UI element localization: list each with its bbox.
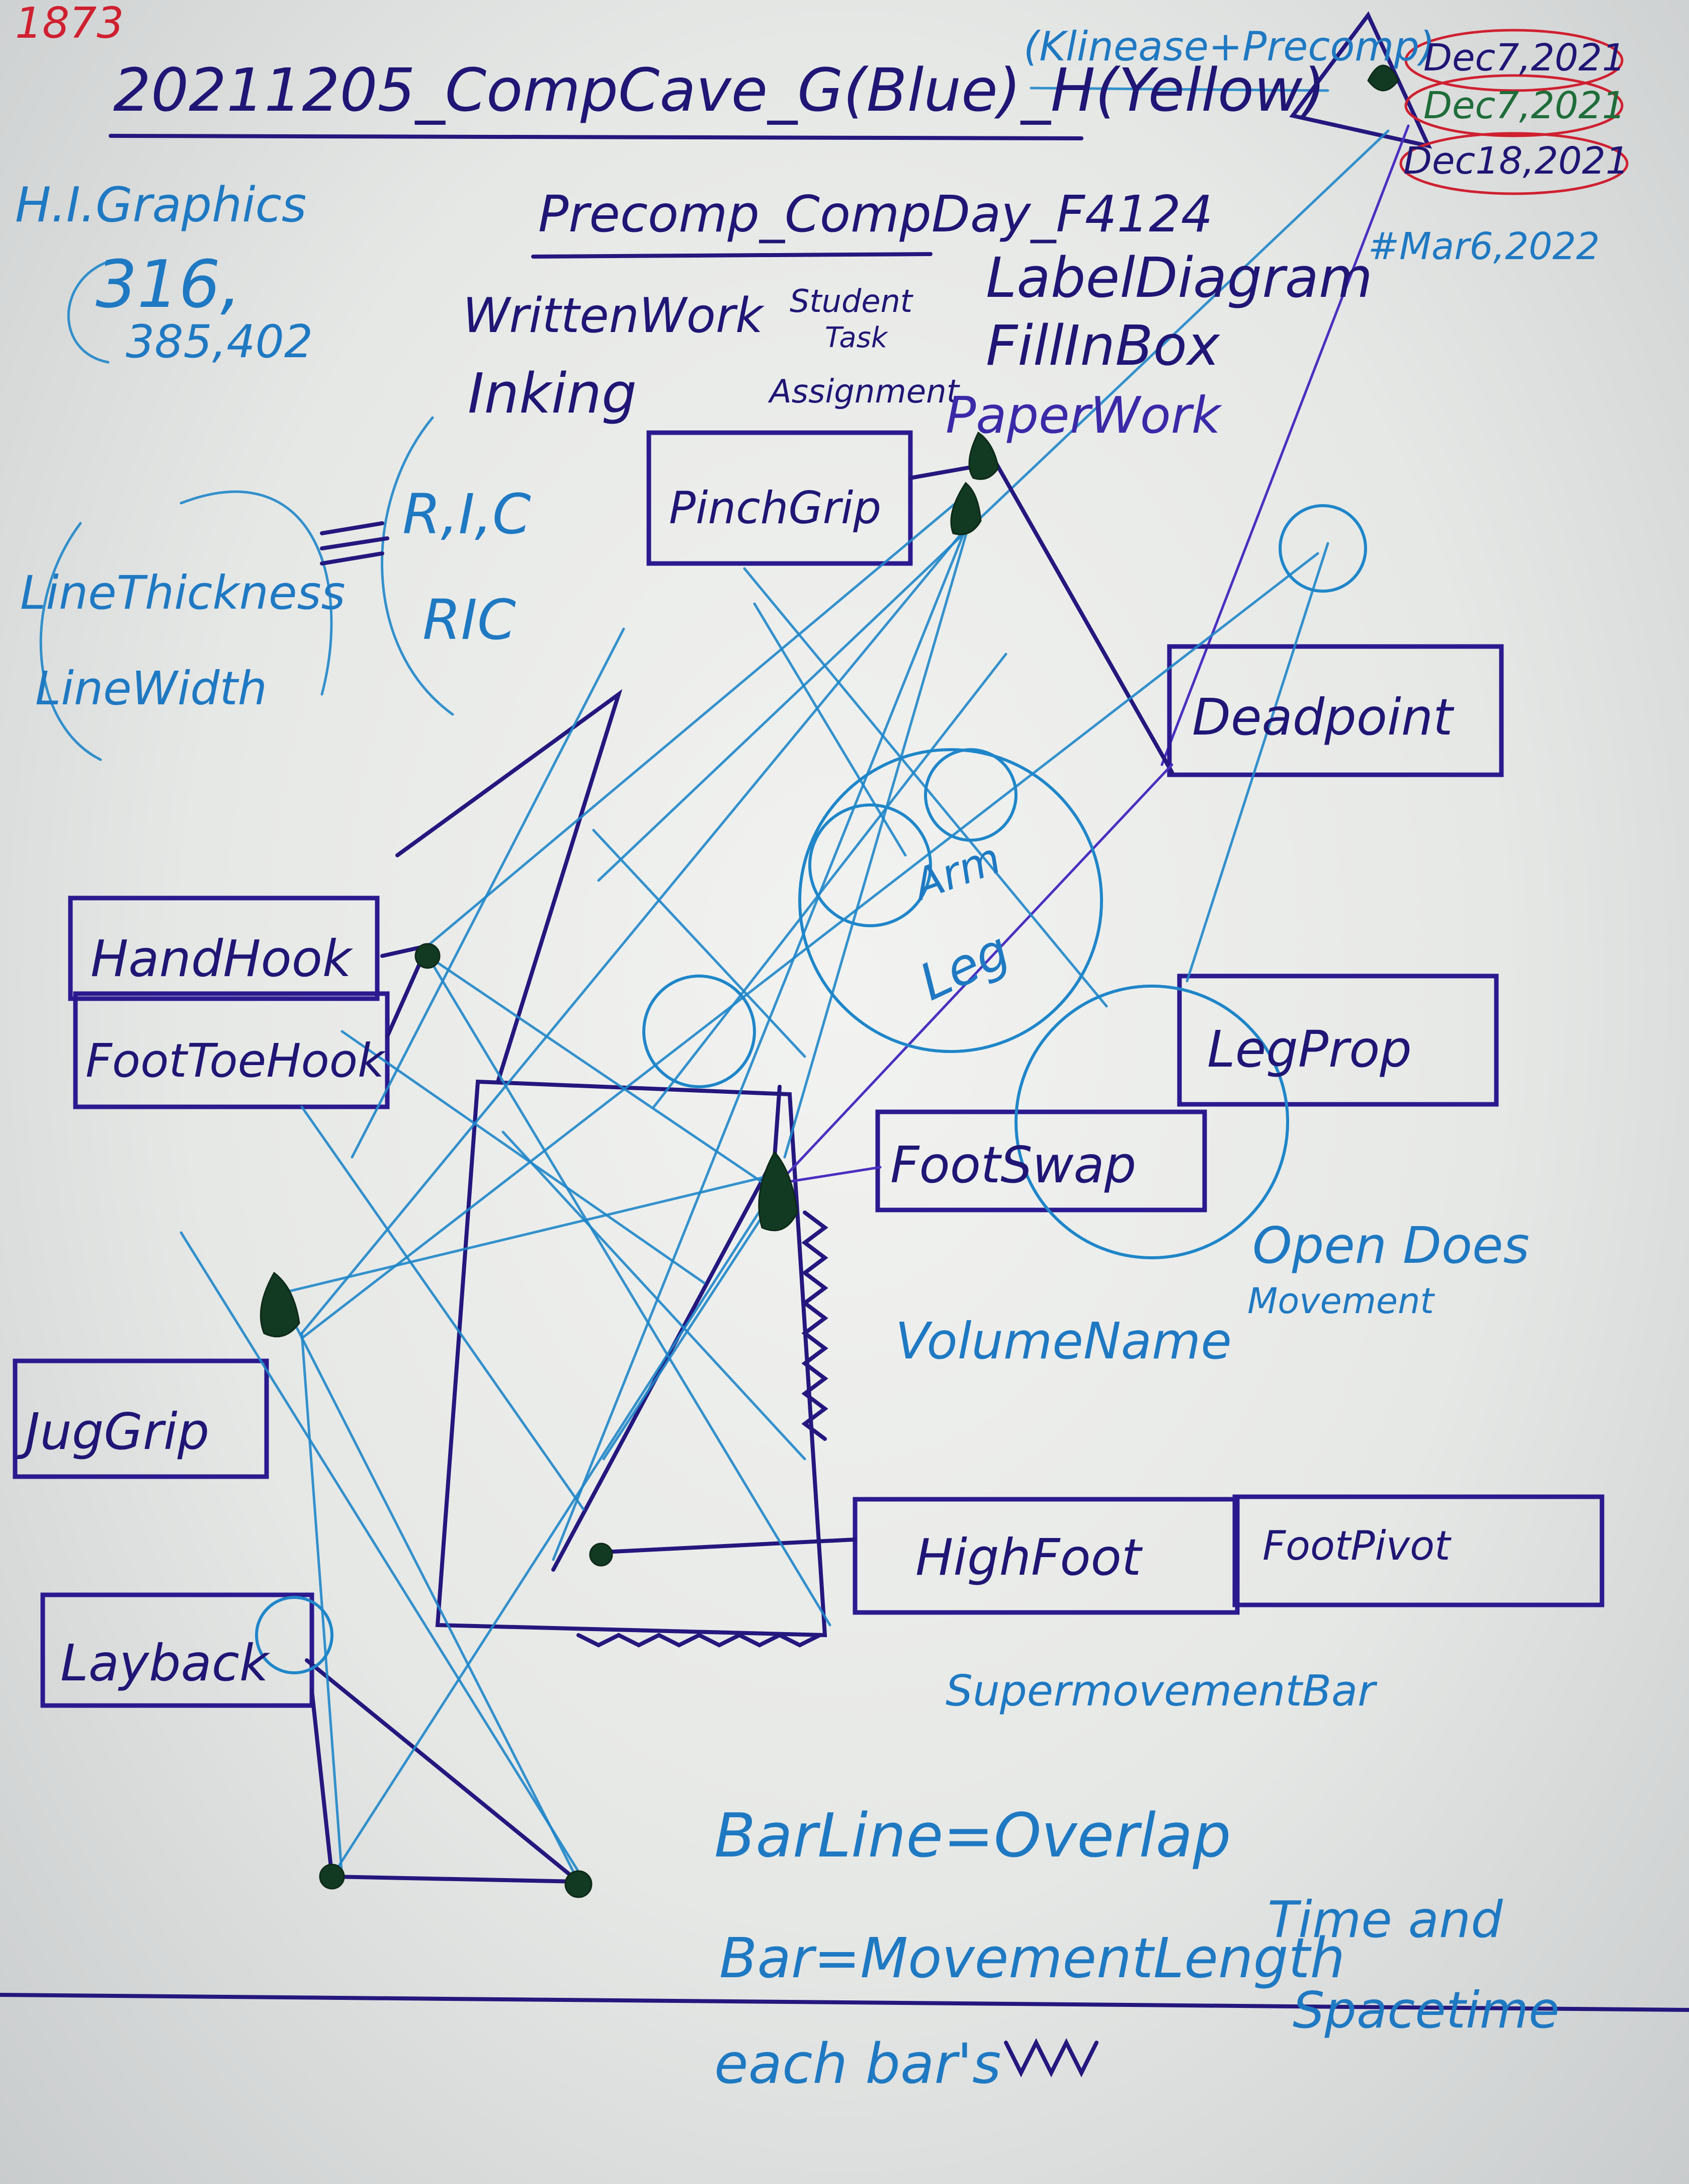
hi-graphics-numbers-b: 385,402 [126, 315, 313, 368]
hand-hook-box [68, 896, 380, 1001]
deadpoint-violet-link [773, 763, 1173, 1189]
bottom-triangle [305, 1658, 584, 1884]
inking-note: Inking [468, 361, 637, 426]
arm-note: Arm [905, 834, 1007, 912]
bar-length-note: Bar=MovementLength [719, 1926, 1345, 1990]
page-number: 1873 [15, 0, 124, 48]
long-connector-line [1160, 124, 1410, 766]
high-foot-label: HighFoot [915, 1528, 1143, 1587]
foot-toe-hook-label: FootToeHook [86, 1034, 386, 1088]
deadpoint-label: Deadpoint [1192, 688, 1455, 747]
date-oval-3 [1399, 132, 1629, 195]
pinch-grip-box [646, 430, 913, 566]
page-title: 20211205_CompCave_G(Blue)_H(Yellow) [113, 55, 1326, 125]
foot-pivot-box [1232, 1494, 1604, 1607]
hand-hook-label: HandHook [91, 929, 354, 988]
ric-bracket [381, 416, 454, 716]
title-tag: (Klinease+Precomp) [1024, 23, 1435, 70]
leg-prop-label: LegProp [1207, 1020, 1412, 1079]
tag-arrow [1030, 87, 1329, 92]
deadpoint-box [1167, 644, 1504, 777]
leg-note: Leg [911, 920, 1018, 1012]
fill-in-box-note: FillInBox [986, 313, 1221, 378]
footer-rule [0, 1993, 1689, 2012]
supermovement-zigzag [576, 1633, 822, 1648]
open-does-note: Open Does [1252, 1216, 1530, 1275]
hi-graphics-label: H.I.Graphics [15, 178, 306, 233]
ric-note-b: RIC [423, 588, 516, 652]
foot-toe-hook-box [73, 991, 390, 1109]
ric-note-a: R,I,C [402, 482, 531, 546]
supermovement-bar-note: SupermovementBar [946, 1666, 1378, 1716]
diagonal-bar [551, 1085, 782, 1572]
top-node-marker [1367, 64, 1399, 92]
zigzag-line [801, 1210, 828, 1441]
written-work-note: WrittenWork [463, 288, 765, 344]
foot-swap-label: FootSwap [890, 1136, 1136, 1194]
movement-note: Movement [1247, 1280, 1435, 1322]
foot-swap-violet-link [783, 1166, 882, 1184]
each-bar-note: each bar's [714, 2032, 1001, 2096]
layback-label: Layback [60, 1634, 271, 1692]
label-diagram-note: LabelDiagram [986, 246, 1373, 310]
central-frame [435, 1079, 827, 1638]
title-underline [109, 134, 1083, 140]
line-thickness-note: LineThickness [20, 566, 345, 620]
date-oval-1 [1404, 29, 1624, 92]
foot-swap-box [875, 1109, 1207, 1212]
date-3: Dec18,2021 [1403, 139, 1629, 183]
hi-graphics-numbers-a: 316, [96, 246, 241, 322]
line-width-note: LineWidth [35, 662, 267, 715]
date-1: Dec7,2021 [1423, 36, 1626, 79]
foot-pivot-label: FootPivot [1262, 1522, 1452, 1569]
leg-prop-box [1177, 974, 1499, 1107]
date-oval-2 [1404, 74, 1624, 137]
bar-line-note: BarLine=Overlap [714, 1801, 1231, 1871]
node-markers [260, 431, 999, 1898]
date-2: Dec7,2021 [1423, 84, 1626, 127]
hi-graphics-bracket [67, 260, 110, 364]
high-foot-box [853, 1497, 1240, 1615]
volume-name-note: VolumeName [895, 1312, 1232, 1370]
blue-connection-web [180, 502, 1329, 1883]
student-note: Student [790, 283, 914, 319]
thickness-bracket-right [180, 490, 333, 696]
blue-circles [255, 504, 1367, 1674]
high-foot-link [602, 1538, 857, 1554]
thickness-bracket-left [39, 522, 102, 761]
task-note: Task [825, 321, 889, 354]
subtitle: Precomp_CompDay_F4124 [538, 185, 1213, 244]
layback-box [40, 1592, 314, 1708]
time-and-note: Time and [1268, 1890, 1503, 1949]
equals-arrow [320, 521, 389, 565]
upper-triangle [395, 689, 623, 1084]
subtitle-underline [531, 252, 933, 259]
pinch-grip-label: PinchGrip [669, 482, 881, 534]
long-blue-line [597, 129, 1390, 882]
paper-work-note: PaperWork [946, 386, 1223, 445]
date-4: #Mar6,2022 [1368, 225, 1600, 268]
spacetime-note: Spacetime [1293, 1981, 1560, 2040]
assignment-note: Assignment [768, 373, 961, 411]
jug-grip-box [13, 1358, 269, 1479]
jug-grip-label: JugGrip [17, 1402, 209, 1461]
scribble-mark [1004, 2038, 1099, 2077]
